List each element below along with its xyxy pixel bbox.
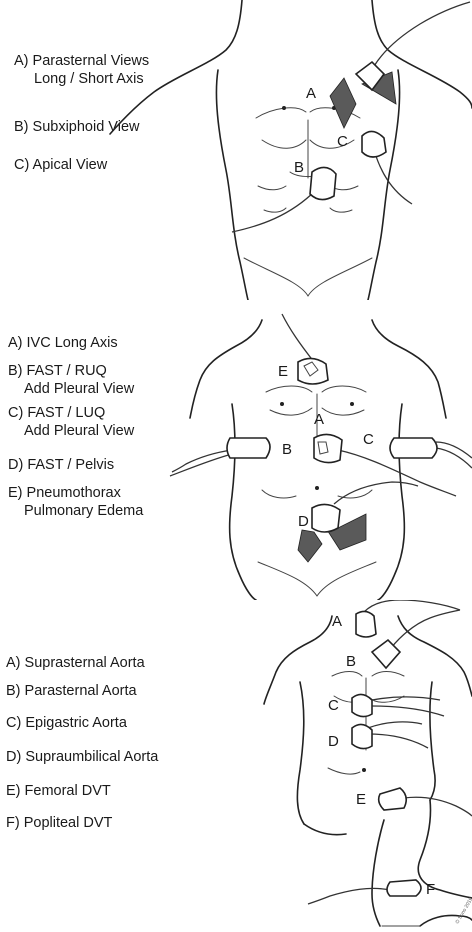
torso-outline: © Sono 2019 bbox=[264, 616, 472, 926]
marker-b: B bbox=[294, 159, 304, 176]
marker-b: B bbox=[346, 653, 356, 670]
probe-parasternal bbox=[330, 2, 470, 128]
torso-illustration: © Sono 2019 bbox=[0, 600, 472, 932]
probe-pelvis bbox=[298, 482, 418, 562]
probe-subxiphoid bbox=[232, 167, 336, 232]
aorta-dvt-panel: A) Suprasternal Aorta B) Parasternal Aor… bbox=[0, 600, 472, 932]
probe-luq bbox=[390, 438, 472, 468]
marker-f: F bbox=[426, 881, 435, 898]
torso-outline bbox=[110, 0, 472, 300]
marker-d: D bbox=[298, 513, 309, 530]
marker-e: E bbox=[356, 791, 366, 808]
probe-femoral bbox=[379, 788, 472, 816]
marker-e: E bbox=[278, 363, 288, 380]
svg-text:© Sono 2019: © Sono 2019 bbox=[454, 896, 472, 925]
marker-a: A bbox=[332, 613, 342, 630]
marker-a: A bbox=[314, 411, 324, 428]
probe-ruq bbox=[170, 438, 270, 476]
marker-c: C bbox=[337, 133, 348, 150]
probe-supraumbilical bbox=[352, 722, 428, 749]
probe-pneumothorax bbox=[282, 314, 328, 384]
marker-c: C bbox=[328, 697, 339, 714]
marker-d: D bbox=[328, 733, 339, 750]
cardiac-views-panel: A) Parasternal Views Long / Short Axis B… bbox=[0, 0, 472, 300]
torso-illustration: E A B C D bbox=[0, 300, 472, 600]
fast-exam-panel: A) IVC Long Axis B) FAST / RUQ Add Pleur… bbox=[0, 300, 472, 600]
marker-a: A bbox=[306, 85, 316, 102]
marker-b: B bbox=[282, 441, 292, 458]
marker-c: C bbox=[363, 431, 374, 448]
probe-popliteal bbox=[308, 880, 421, 904]
probe-parasternal-aorta bbox=[372, 610, 460, 668]
torso-illustration: A B C bbox=[0, 0, 472, 300]
